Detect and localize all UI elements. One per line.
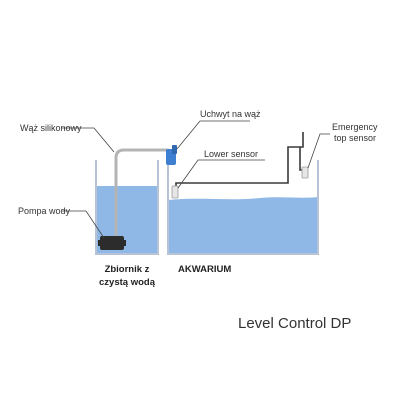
label-lower-sensor: Lower sensor [204, 149, 258, 159]
water-pump-icon [98, 236, 126, 250]
leader-holder [176, 120, 250, 150]
reservoir-glass [95, 160, 159, 255]
label-holder: Uchwyt na wąż [200, 109, 261, 119]
label-hose: Wąż silikonowy [20, 123, 82, 133]
aquarium-glass [167, 160, 319, 255]
label-reservoir-line2: czystą wodą [99, 277, 156, 288]
hose-holder-icon [166, 145, 177, 165]
emergency-sensor-icon [301, 166, 309, 179]
label-emergency-line2: top sensor [334, 133, 376, 143]
label-reservoir-line1: Zbiornik z [105, 264, 150, 275]
label-emergency-line1: Emergency [332, 122, 378, 132]
aquarium-tank [167, 160, 319, 255]
leader-lines [62, 120, 330, 239]
label-aquarium: AKWARIUM [178, 264, 231, 275]
leader-emergency [307, 133, 330, 169]
leader-pump [62, 210, 105, 239]
label-pump: Pompa wody [18, 206, 71, 216]
leader-hose [62, 127, 115, 153]
leader-lower-sensor [177, 159, 265, 189]
aquarium-water [168, 197, 318, 254]
diagram-title: Level Control DP [238, 315, 351, 332]
lower-sensor-icon [171, 185, 179, 199]
